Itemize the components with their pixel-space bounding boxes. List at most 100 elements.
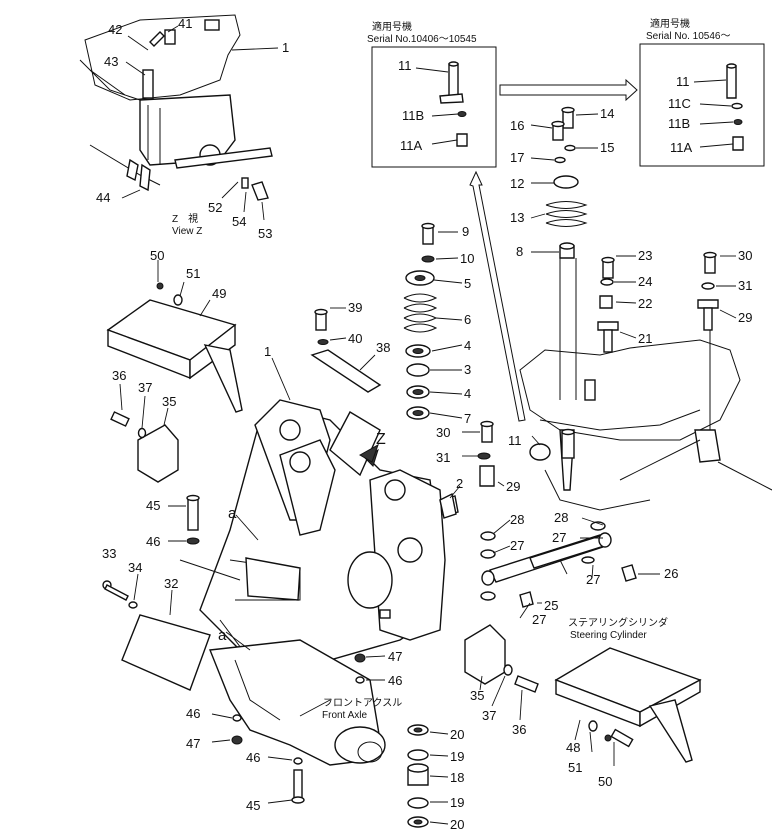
callout-l5: 5 <box>464 276 471 291</box>
callout-l36b: 36 <box>512 722 526 737</box>
ref-a-lower: a <box>218 627 227 644</box>
callout-l45a: 45 <box>146 498 160 513</box>
callout-l54: 54 <box>232 214 246 229</box>
upper-pin-parts <box>530 106 599 259</box>
callout-l27d: 27 <box>532 612 546 627</box>
callout-l28a: 28 <box>510 512 524 527</box>
ref-a-upper: a <box>228 505 237 522</box>
lower-left-bolts <box>211 653 386 804</box>
bolt-45-upper <box>168 494 200 545</box>
callout-l24: 24 <box>638 274 652 289</box>
callout-l51a: 51 <box>186 266 200 281</box>
callout-l45b: 45 <box>246 798 260 813</box>
callout-l1a: 1 <box>282 40 289 55</box>
frame-leaders <box>225 357 379 651</box>
callout-l53: 53 <box>258 226 272 241</box>
callout-l37b: 37 <box>482 708 496 723</box>
inset-right-title-jp: 適用号機 <box>650 17 690 30</box>
callout-l20a: 20 <box>450 727 464 742</box>
callout-l47a: 47 <box>388 649 402 664</box>
callout-l17: 17 <box>510 150 524 165</box>
callout-l26: 26 <box>664 566 678 581</box>
lower-pin-stack <box>407 724 449 828</box>
z-arrow-label: Z <box>376 431 386 448</box>
callout-l2: 2 <box>456 476 463 491</box>
callout-l36a: 36 <box>112 368 126 383</box>
frame-pin-parts <box>439 420 651 519</box>
callout-l30a: 30 <box>738 248 752 263</box>
callout-l33: 33 <box>102 546 116 561</box>
callout-l48: 48 <box>566 740 580 755</box>
callout-l4a: 4 <box>464 338 471 353</box>
pointer-arrow-to-inset <box>469 170 526 422</box>
callout-l19b: 19 <box>450 795 464 810</box>
callout-l3: 3 <box>464 362 471 377</box>
inset-left-title-jp: 適用号機 <box>372 20 412 33</box>
callout-l27b: 27 <box>552 530 566 545</box>
left-cover-plate <box>110 383 179 483</box>
callout-l8: 8 <box>516 244 523 259</box>
kingpin-stack <box>403 222 463 420</box>
callout-l37a: 37 <box>138 380 152 395</box>
callout-l20b: 20 <box>450 817 464 830</box>
callout-l9: 9 <box>462 224 469 239</box>
callout-l7: 7 <box>464 411 471 426</box>
callout-l27c: 27 <box>586 572 600 587</box>
callout-l40: 40 <box>348 331 362 346</box>
callout-l4b: 4 <box>464 386 471 401</box>
callout-l39: 39 <box>348 300 362 315</box>
callout-l6: 6 <box>464 312 471 327</box>
inset-text: 適用号機 Serial No.10406～10545 適用号機 Serial N… <box>172 17 731 721</box>
steering-cylinder-en: Steering Cylinder <box>570 630 647 641</box>
callout-l46c: 46 <box>186 706 200 721</box>
left-fender <box>106 260 243 413</box>
right-upper-assembly <box>519 251 772 491</box>
callout-l12: 12 <box>510 176 524 191</box>
callout-l44: 44 <box>96 190 110 205</box>
callout-l30b: 30 <box>436 425 450 440</box>
callout-l16: 16 <box>510 118 524 133</box>
callout-l14: 14 <box>600 106 614 121</box>
strip-38 <box>310 307 382 393</box>
callout-l23: 23 <box>638 248 652 263</box>
callout-j11B: 11B <box>668 116 690 131</box>
callout-l10: 10 <box>460 251 474 266</box>
callout-l19a: 19 <box>450 749 464 764</box>
callout-l29a: 29 <box>738 310 752 325</box>
callout-l50a: 50 <box>150 248 164 263</box>
main-frame <box>179 399 459 661</box>
callout-l1b: 1 <box>264 344 271 359</box>
callout-l46d: 46 <box>246 750 260 765</box>
callout-l13: 13 <box>510 210 524 225</box>
bottom-left-plate <box>102 573 211 691</box>
steering-cylinder-part <box>480 517 660 619</box>
callout-l31a: 31 <box>738 278 752 293</box>
callout-l29b: 29 <box>506 479 520 494</box>
callout-l18: 18 <box>450 770 464 785</box>
callout-l52: 52 <box>208 200 222 215</box>
callout-l21: 21 <box>638 331 652 346</box>
callout-l50b: 50 <box>598 774 612 789</box>
callout-l51b: 51 <box>568 760 582 775</box>
inset-left-serial: Serial No.10406～10545 <box>367 34 477 45</box>
callout-l25: 25 <box>544 598 558 613</box>
callout-l49: 49 <box>212 286 226 301</box>
callout-l34: 34 <box>128 560 142 575</box>
right-cover-plate <box>464 624 539 721</box>
serial-inset-right <box>639 43 765 167</box>
callout-l28b: 28 <box>554 510 568 525</box>
callout-j11: 11 <box>676 74 690 89</box>
serial-change-arrow <box>499 78 638 102</box>
callout-l35b: 35 <box>470 688 484 703</box>
callout-l43: 43 <box>104 54 118 69</box>
callout-j11A: 11A <box>670 140 692 155</box>
callout-i11: 11 <box>398 58 412 73</box>
inset-right-serial: Serial No. 10546～ <box>646 31 731 42</box>
callout-l38: 38 <box>376 340 390 355</box>
front-axle-en: Front Axle <box>322 710 367 721</box>
steering-cylinder-jp: ステアリングシリンダ <box>568 616 668 629</box>
callout-l31b: 31 <box>436 450 450 465</box>
front-axle <box>209 639 386 766</box>
view-z-en: View Z <box>172 226 202 237</box>
